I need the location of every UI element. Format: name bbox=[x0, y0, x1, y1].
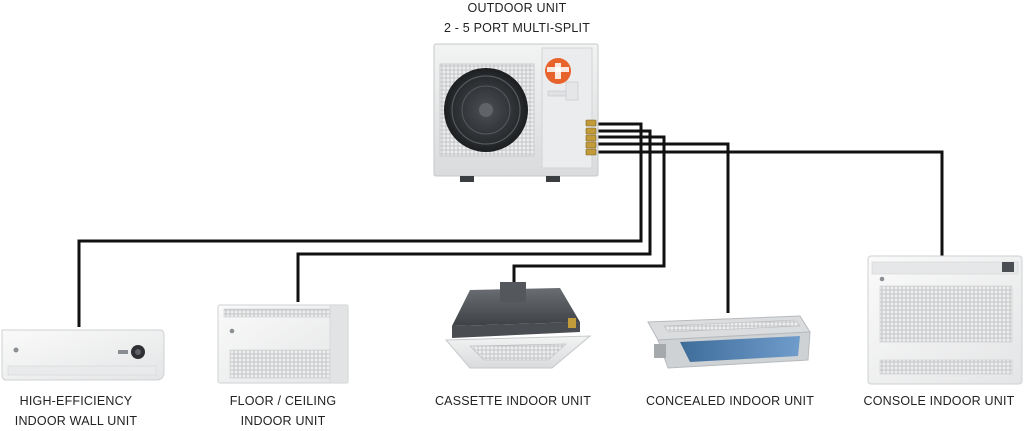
console-unit-label: CONSOLE INDOOR UNIT bbox=[858, 391, 1020, 411]
wall-unit-icon bbox=[1, 329, 165, 381]
outdoor-unit-label: OUTDOOR UNIT 2 - 5 PORT MULTI-SPLIT bbox=[412, 0, 622, 38]
trane-logo-icon bbox=[545, 58, 571, 84]
concealed-unit-label: CONCEALED INDOOR UNIT bbox=[632, 391, 828, 411]
wall-unit-label-line1: HIGH-EFFICIENCY bbox=[19, 394, 133, 408]
outdoor-unit bbox=[433, 43, 599, 182]
console-unit-icon bbox=[867, 255, 1023, 385]
concealed-unit-label-line1: CONCEALED INDOOR UNIT bbox=[645, 394, 815, 408]
floor-ceiling-unit-label: FLOOR / CEILING INDOOR UNIT bbox=[208, 391, 358, 431]
outdoor-unit-title: OUTDOOR UNIT bbox=[467, 1, 567, 15]
wall-unit-label-line2: INDOOR WALL UNIT bbox=[14, 414, 138, 428]
cassette-unit-label-line1: CASSETTE INDOOR UNIT bbox=[434, 394, 592, 408]
console-unit-label-line1: CONSOLE INDOOR UNIT bbox=[863, 394, 1015, 408]
floor-ceiling-unit-icon bbox=[217, 304, 349, 384]
floor-ceiling-unit-label-line2: INDOOR UNIT bbox=[240, 414, 326, 428]
wall-unit-label: HIGH-EFFICIENCY INDOOR WALL UNIT bbox=[0, 391, 156, 431]
service-valves-icon bbox=[585, 119, 597, 156]
outdoor-unit-subtitle: 2 - 5 PORT MULTI-SPLIT bbox=[443, 21, 591, 35]
floor-ceiling-unit-label-line1: FLOOR / CEILING bbox=[229, 394, 337, 408]
cassette-unit-label: CASSETTE INDOOR UNIT bbox=[418, 391, 608, 411]
line-to-console-unit bbox=[596, 150, 944, 256]
cassette-unit-icon bbox=[444, 282, 592, 369]
line-to-cassette-unit bbox=[512, 135, 666, 287]
line-to-wall-unit bbox=[77, 122, 643, 327]
refrigerant-lines bbox=[77, 122, 944, 327]
line-to-concealed-unit bbox=[596, 142, 730, 313]
concealed-duct-unit-icon bbox=[647, 315, 811, 369]
line-to-floor-ceiling-unit bbox=[296, 129, 652, 302]
